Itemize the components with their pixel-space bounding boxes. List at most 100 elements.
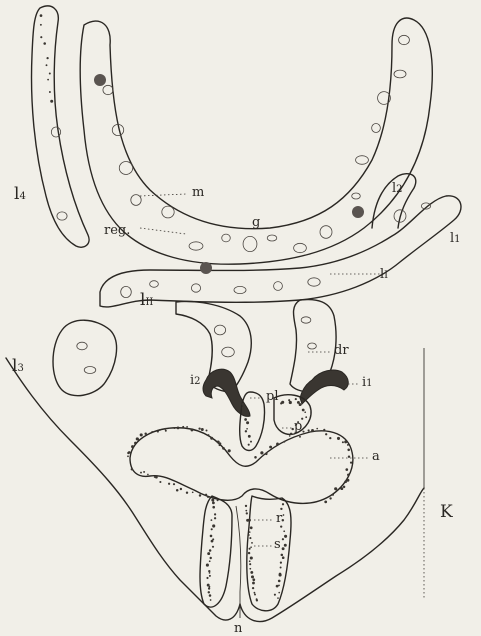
gland-cells — [51, 35, 430, 373]
stipple-dot — [50, 100, 53, 103]
gland-cell — [162, 206, 174, 218]
stipple-dot — [159, 429, 161, 431]
gland-cell — [222, 234, 231, 242]
stipple-dot — [250, 526, 253, 529]
stipple-dot — [207, 496, 209, 498]
stipple-dot — [347, 449, 350, 452]
stipple-dot — [337, 437, 340, 440]
label-lI: lI — [380, 268, 388, 281]
stipple-dot — [276, 585, 279, 588]
stipple-dot — [279, 573, 282, 576]
gland-cell — [308, 343, 317, 349]
stipple-dot — [283, 441, 285, 443]
stipple-dot — [173, 483, 175, 485]
stipple-dot — [278, 580, 281, 583]
stipple-dot — [282, 538, 284, 540]
gland-cell — [119, 162, 132, 175]
stipple-dot — [136, 437, 139, 440]
stipple-dot — [248, 552, 250, 554]
stipple-dot — [186, 426, 188, 428]
stipple-dot — [40, 36, 42, 38]
gland-cell — [394, 70, 406, 78]
stipple-dot — [210, 535, 213, 538]
gland-cell — [308, 278, 320, 286]
stipple-dot — [177, 426, 180, 429]
stipple-dot — [157, 431, 159, 433]
stipple-dot — [242, 413, 244, 415]
stipple-dot — [302, 431, 304, 433]
stipple-dot — [350, 461, 352, 463]
stipple-dot — [168, 483, 170, 485]
stipple-dot — [143, 471, 145, 473]
stipple-dot — [212, 524, 215, 527]
stipple-dot — [248, 435, 251, 438]
sinus-rim — [236, 506, 241, 618]
stipple-dot — [343, 486, 345, 488]
stipple-dot — [282, 503, 284, 505]
stipple-dot — [210, 437, 213, 440]
stipple-dot — [334, 487, 337, 490]
stipple-dot — [211, 528, 213, 530]
stipple-dot — [246, 519, 249, 522]
stipple-dot — [209, 586, 211, 588]
stipple-dot — [282, 547, 285, 550]
stipple-dot — [219, 444, 221, 446]
stipple-dot — [329, 437, 331, 439]
duct-i2 — [203, 369, 250, 416]
stipple-dot — [147, 474, 149, 476]
gland-cell — [77, 342, 87, 350]
stipple-dot — [252, 582, 255, 585]
label-l3: l3 — [12, 358, 24, 375]
gland-cell — [191, 284, 200, 292]
gland-cell — [84, 367, 96, 374]
stipple-dot — [283, 530, 285, 532]
stipple-dot — [49, 73, 51, 75]
stipple-dot — [206, 577, 208, 579]
stipple-dot — [344, 440, 347, 443]
stipple-dot — [254, 456, 257, 459]
stipple-dot — [201, 428, 204, 431]
stipple-dot — [281, 554, 284, 557]
stipple-dot — [212, 502, 215, 505]
stipple-dot — [244, 418, 247, 421]
gland-cell — [356, 156, 369, 165]
stipple-dot — [164, 428, 166, 430]
stipple-dot — [250, 441, 252, 443]
stipple-dot — [245, 505, 247, 507]
gland-cell — [103, 85, 113, 94]
stipple-dot — [173, 427, 175, 429]
gland-cell — [243, 236, 257, 251]
stipple-dot — [205, 429, 207, 431]
stipple-dot — [348, 455, 350, 457]
stipple-dot — [134, 442, 136, 444]
label-K: K — [440, 504, 453, 521]
stipple-dot — [323, 429, 325, 431]
stipple-dot — [182, 426, 184, 428]
label-m: m — [192, 186, 204, 199]
stipple-dot — [209, 557, 211, 559]
stipple-dot — [228, 449, 231, 452]
stipple-dot — [269, 446, 272, 449]
stipple-dot — [209, 594, 212, 597]
stipple-dot — [249, 531, 251, 533]
gland-cell — [131, 195, 141, 206]
stipple-dot — [210, 599, 212, 601]
stipple-dot — [246, 428, 248, 430]
stipple-dot — [290, 433, 292, 435]
stipple-dot — [299, 403, 302, 406]
stipple-dot — [208, 591, 210, 593]
gland-cell — [222, 347, 235, 357]
stipple-dot — [144, 432, 146, 434]
gland-cell — [57, 212, 67, 220]
stipple-dot — [127, 455, 129, 457]
label-n: n — [234, 622, 242, 635]
stipple-dot — [342, 441, 344, 443]
stipple-dot — [254, 592, 256, 594]
stipple-dot — [128, 451, 131, 454]
stipple-dot — [246, 512, 248, 514]
label-r: r — [276, 512, 282, 525]
stipple-dot — [302, 409, 305, 412]
stipple-dot — [186, 491, 188, 493]
label-pl: pl — [266, 390, 278, 403]
stipple-dot — [250, 546, 252, 548]
